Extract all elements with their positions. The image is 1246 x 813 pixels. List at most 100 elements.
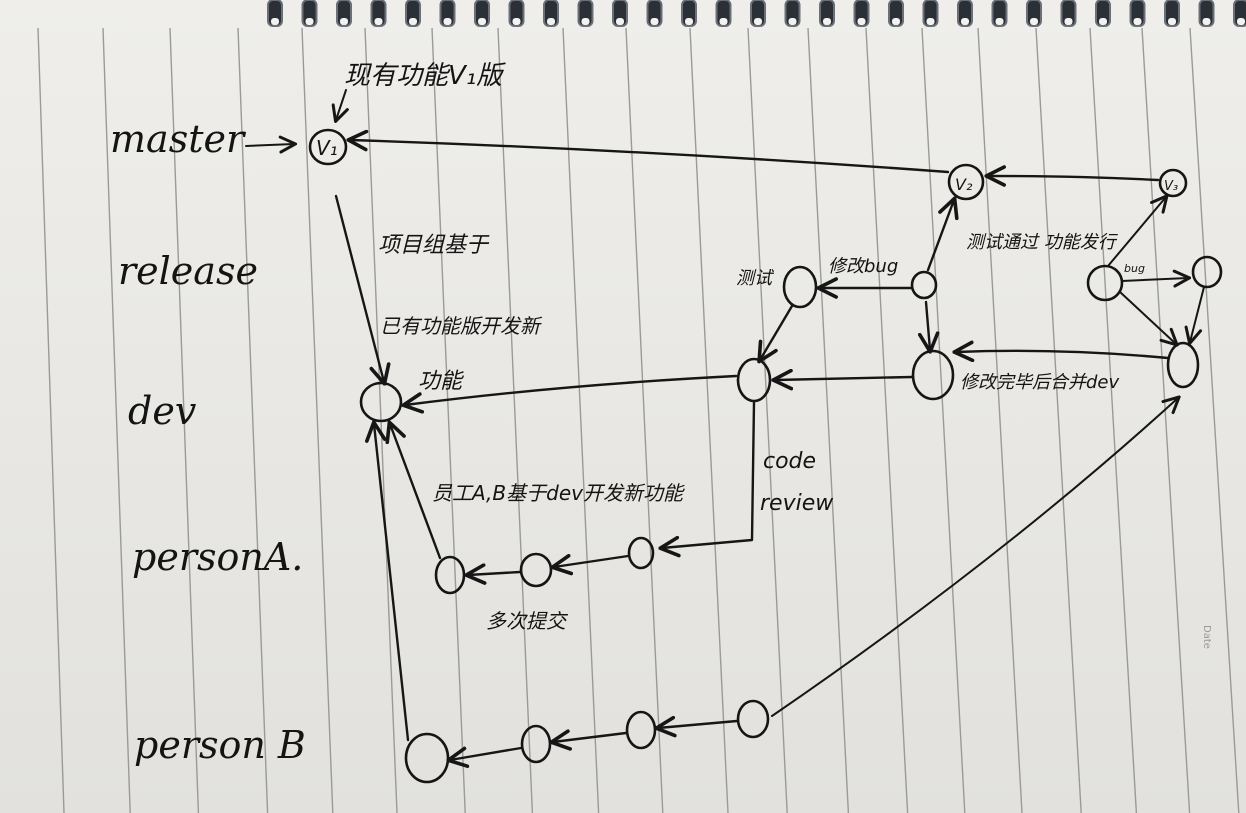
node-persona-1: [434, 555, 466, 595]
binding-ring: [1060, 0, 1077, 27]
binding-ring: [922, 0, 939, 27]
node-label-v2: V₂: [955, 175, 973, 194]
note-multi-commit: 多次提交: [486, 609, 569, 633]
binding-ring: [543, 0, 559, 27]
arrow-personb1-to-devbase: [374, 424, 410, 742]
arrow-master-label-to-v1: [245, 144, 294, 146]
binding-ring: [991, 0, 1008, 27]
node-dev-final: [1166, 341, 1200, 389]
node-release-test: [782, 265, 818, 309]
arrow-fix-to-v2: [926, 200, 954, 272]
node-persona-3: [627, 536, 655, 570]
note-fix-bug: 修改bug: [828, 256, 898, 277]
binding-ring: [508, 0, 525, 27]
ruled-line: [1141, 27, 1191, 813]
binding-ring: [577, 0, 594, 27]
arrow-note-to-v1: [336, 89, 346, 120]
binding-ring: [370, 0, 387, 27]
binding-ring: [267, 0, 283, 27]
binding-ring: [405, 0, 421, 27]
arrow-personb4-to-personb3: [658, 721, 739, 728]
binding-ring: [1164, 0, 1180, 27]
binding-ring: [750, 0, 766, 27]
binding-ring: [474, 0, 490, 27]
binding-ring: [1198, 0, 1215, 27]
node-persona-2: [519, 552, 553, 588]
ruled-line: [237, 27, 269, 813]
arrow-persona3-to-persona2: [554, 556, 630, 567]
binding-ring: [784, 0, 801, 27]
binding-ring: [439, 0, 456, 27]
arrow-personb4-to-devfinal: [771, 398, 1178, 717]
ruled-line: [431, 27, 466, 813]
arrow-release2-to-release3: [1121, 278, 1188, 281]
binding-ring: [1095, 0, 1111, 27]
node-personb-3: [625, 710, 657, 750]
arrow-release2-to-v3: [1107, 197, 1166, 267]
node-personb-4: [736, 699, 770, 739]
binding-ring: [1026, 0, 1042, 27]
ruled-line: [169, 27, 200, 813]
arrow-release3-to-devfinal: [1190, 286, 1205, 342]
ruled-line: [1035, 27, 1082, 813]
binding-ring: [715, 0, 732, 27]
note-bug-small: bug: [1124, 262, 1145, 275]
binding-ring: [1129, 0, 1146, 27]
ruled-line: [497, 27, 534, 813]
ruled-line: [977, 27, 1023, 813]
arrow-release2-to-devfinal: [1119, 291, 1176, 344]
note-code: code: [763, 449, 816, 474]
binding-ring: [957, 0, 973, 27]
node-personb-2: [520, 724, 552, 764]
ruled-line: [807, 27, 850, 813]
binding-ring: [336, 0, 352, 27]
ruled-line: [562, 27, 600, 813]
arrow-personb2-to-personb1: [450, 748, 523, 760]
ruled-line: [102, 27, 131, 813]
arrow-dev-from-v1: [334, 194, 384, 382]
node-release-fix: [910, 270, 938, 300]
arrow-v3-to-v2: [988, 176, 1160, 180]
ruled-line: [37, 27, 65, 813]
annotations: 现有功能V₁版 项目组基于 已有功能版开发新 功能 员工A,B基于dev开发新功…: [344, 61, 1212, 649]
ruled-line: [865, 27, 909, 813]
lane-label-personb: person B: [134, 723, 306, 767]
arrow-devfinal-to-devfix: [956, 351, 1170, 358]
node-personb-1: [404, 732, 450, 784]
arrow-persona2-to-persona1: [468, 572, 522, 575]
ruled-line: [625, 27, 664, 813]
arrow-v2-to-v1: [350, 140, 950, 174]
ruled-line: [301, 27, 334, 813]
arrow-devmerge-to-devbase: [405, 374, 738, 405]
note-review: review: [760, 491, 834, 516]
node-dev-fix-merge: [911, 349, 955, 401]
note-fix-done: 修改完毕后合并dev: [960, 372, 1119, 393]
node-master-v2: [947, 163, 985, 201]
ruled-line: [689, 27, 729, 813]
note-dev-branch-2: 已有功能版开发新: [380, 314, 543, 338]
binding-ring: [646, 0, 663, 27]
binding-ring: [853, 0, 870, 27]
note-dev-branch-3: 功能: [418, 369, 465, 394]
node-release-3: [1191, 255, 1223, 289]
node-label-v3: V₃: [1164, 179, 1178, 194]
binding-ring: [612, 0, 628, 27]
note-master-current: 现有功能V₁版: [344, 61, 506, 91]
ruled-line: [921, 27, 966, 813]
lane-label-persona: personA.: [132, 535, 303, 579]
node-master-v3: [1158, 168, 1188, 198]
flow-arrows: [245, 89, 1205, 760]
ruled-line: [1189, 27, 1240, 813]
lane-label-master: master: [110, 117, 247, 161]
arrow-persona1-to-devbase: [390, 424, 442, 560]
lane-labels: master release dev personA. person B: [110, 117, 306, 767]
binding-ring: [301, 0, 318, 27]
ruled-lines: [37, 27, 1240, 813]
note-persons-dev: 员工A,B基于dev开发新功能: [432, 481, 685, 505]
spiral-binding: [267, 0, 1246, 27]
binding-ring: [681, 0, 697, 27]
arrow-fix-to-devfix: [926, 300, 930, 350]
note-test-pass: 测试通过 功能发行: [966, 232, 1119, 253]
note-test: 测试: [736, 268, 775, 289]
